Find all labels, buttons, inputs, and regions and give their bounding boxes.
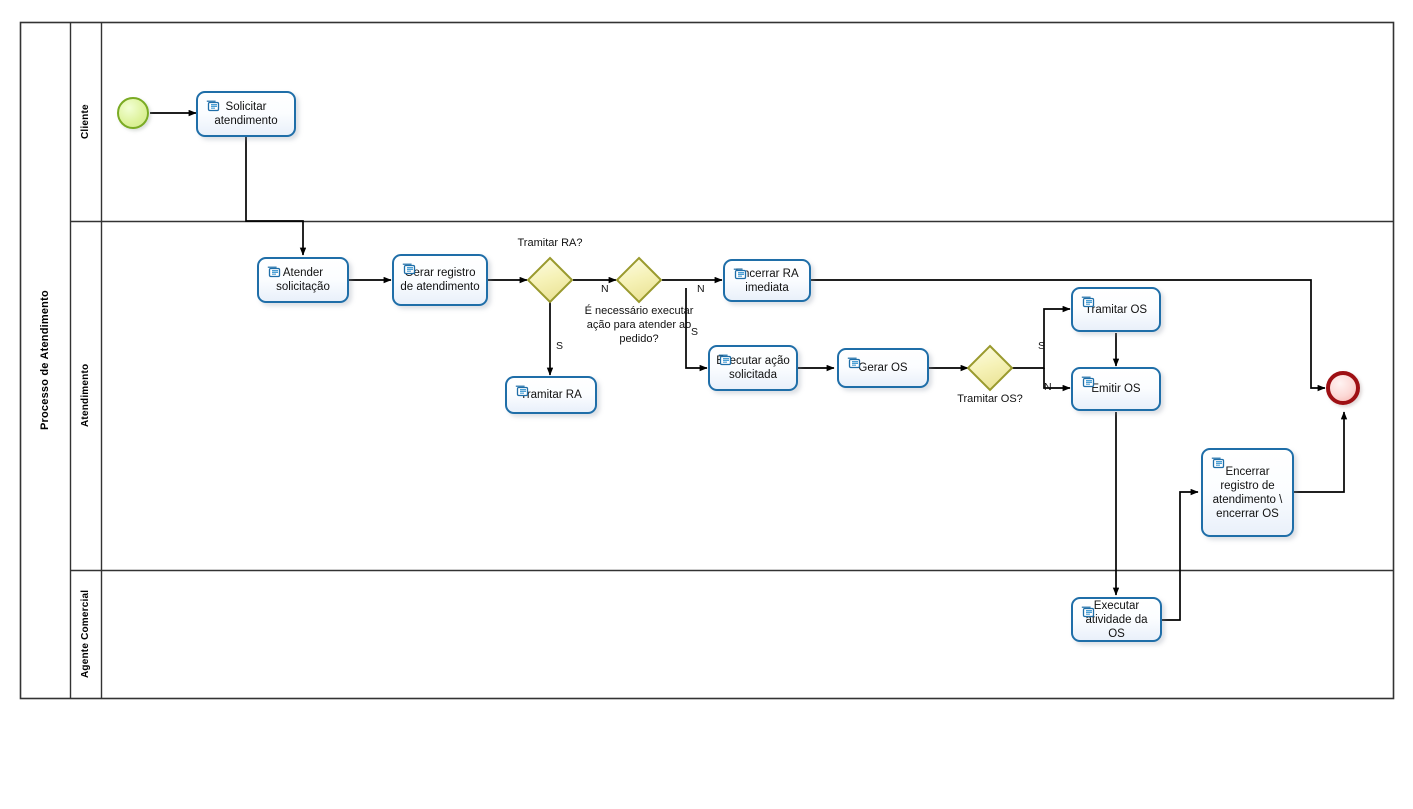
task-document-icon (847, 357, 861, 369)
flow-g3-yes-to-t8 (1012, 305, 1071, 369)
flow-t1-to-t2 (245, 137, 307, 256)
task-label: Tramitar RA (520, 389, 582, 401)
task-executar-atividade-da-os[interactable]: Executar atividade da OS (1071, 597, 1162, 642)
task-label: Encerrar registro de atendimento \ encer… (1212, 465, 1283, 520)
gateway-g2-shape (615, 256, 663, 304)
task-document-icon (1081, 376, 1095, 388)
condition-label-g3-no: N (1044, 381, 1052, 393)
task-atender-solicitacao[interactable]: Atender solicitação (257, 257, 349, 303)
task-label: Emitir OS (1091, 383, 1141, 395)
task-document-icon (733, 268, 747, 280)
pool-frame (19, 21, 1395, 700)
condition-label-g2-no: N (697, 283, 705, 295)
condition-label-g1-no: N (601, 283, 609, 295)
task-label: Atender solicitação (276, 267, 330, 293)
flow-t11-to-t10 (1162, 488, 1199, 621)
task-document-icon (206, 100, 220, 112)
task-document-icon (1211, 457, 1225, 469)
gateway-g1-shape (526, 256, 574, 304)
task-encerrar-registro-de-atendimento[interactable]: Encerrar registro de atendimento \ encer… (1201, 448, 1294, 537)
gateway-label-tramitar-ra: Tramitar RA? (517, 237, 583, 249)
condition-label-g1-yes: S (556, 340, 564, 352)
task-emitir-os[interactable]: Emitir OS (1071, 367, 1161, 411)
task-label: Executar atividade da OS (1085, 599, 1148, 640)
flow-t5-to-end (811, 279, 1326, 392)
end-event[interactable] (1326, 371, 1360, 405)
task-gerar-os[interactable]: Gerar OS (837, 348, 929, 388)
task-document-icon (515, 385, 529, 397)
task-document-icon (1081, 606, 1095, 618)
task-document-icon (402, 263, 416, 275)
task-label: Executar ação solicitada (716, 355, 790, 381)
flow-t10-to-end (1294, 411, 1348, 493)
task-document-icon (267, 266, 281, 278)
task-gerar-registro-de-atendimento[interactable]: Gerar registro de atendimento (392, 254, 488, 306)
flow-g3-no-to-t9 (1043, 368, 1071, 392)
task-executar-acao-solicitada[interactable]: Executar ação solicitada (708, 345, 798, 391)
lane-label-agente-comercial: Agente Comercial (80, 589, 91, 679)
task-label: Encerrar RA imediata (735, 267, 799, 294)
sequence-flows (150, 109, 1348, 621)
task-document-icon (1081, 296, 1095, 308)
gateway-label-necessario-executar-acao: É necessário executar ação para atender … (584, 305, 694, 345)
task-label: Solicitar atendimento (214, 101, 278, 127)
task-document-icon (718, 354, 732, 366)
task-solicitar-atendimento[interactable]: Solicitar atendimento (196, 91, 296, 137)
task-label: Gerar OS (858, 362, 908, 374)
flow-g2-yes-to-t6 (685, 288, 708, 372)
task-tramitar-os[interactable]: Tramitar OS (1071, 287, 1161, 332)
task-encerrar-ra-imediata[interactable]: Encerrar RA imediata (723, 259, 811, 302)
lane-label-cliente: Cliente (80, 104, 91, 139)
pool-title: Processo de Atendimento (39, 290, 51, 430)
gateway-g3-shape (966, 344, 1014, 392)
start-event[interactable] (117, 97, 149, 129)
gateway-label-tramitar-os: Tramitar OS? (957, 393, 1023, 405)
task-label: Gerar registro de atendimento (400, 267, 480, 293)
task-tramitar-ra[interactable]: Tramitar RA (505, 376, 597, 414)
condition-label-g2-yes: S (691, 326, 699, 338)
lane-label-atendimento: Atendimento (80, 363, 91, 428)
task-label: Tramitar OS (1084, 303, 1148, 316)
gateway-shapes (526, 256, 1014, 392)
condition-label-g3-yes: S (1038, 340, 1046, 352)
